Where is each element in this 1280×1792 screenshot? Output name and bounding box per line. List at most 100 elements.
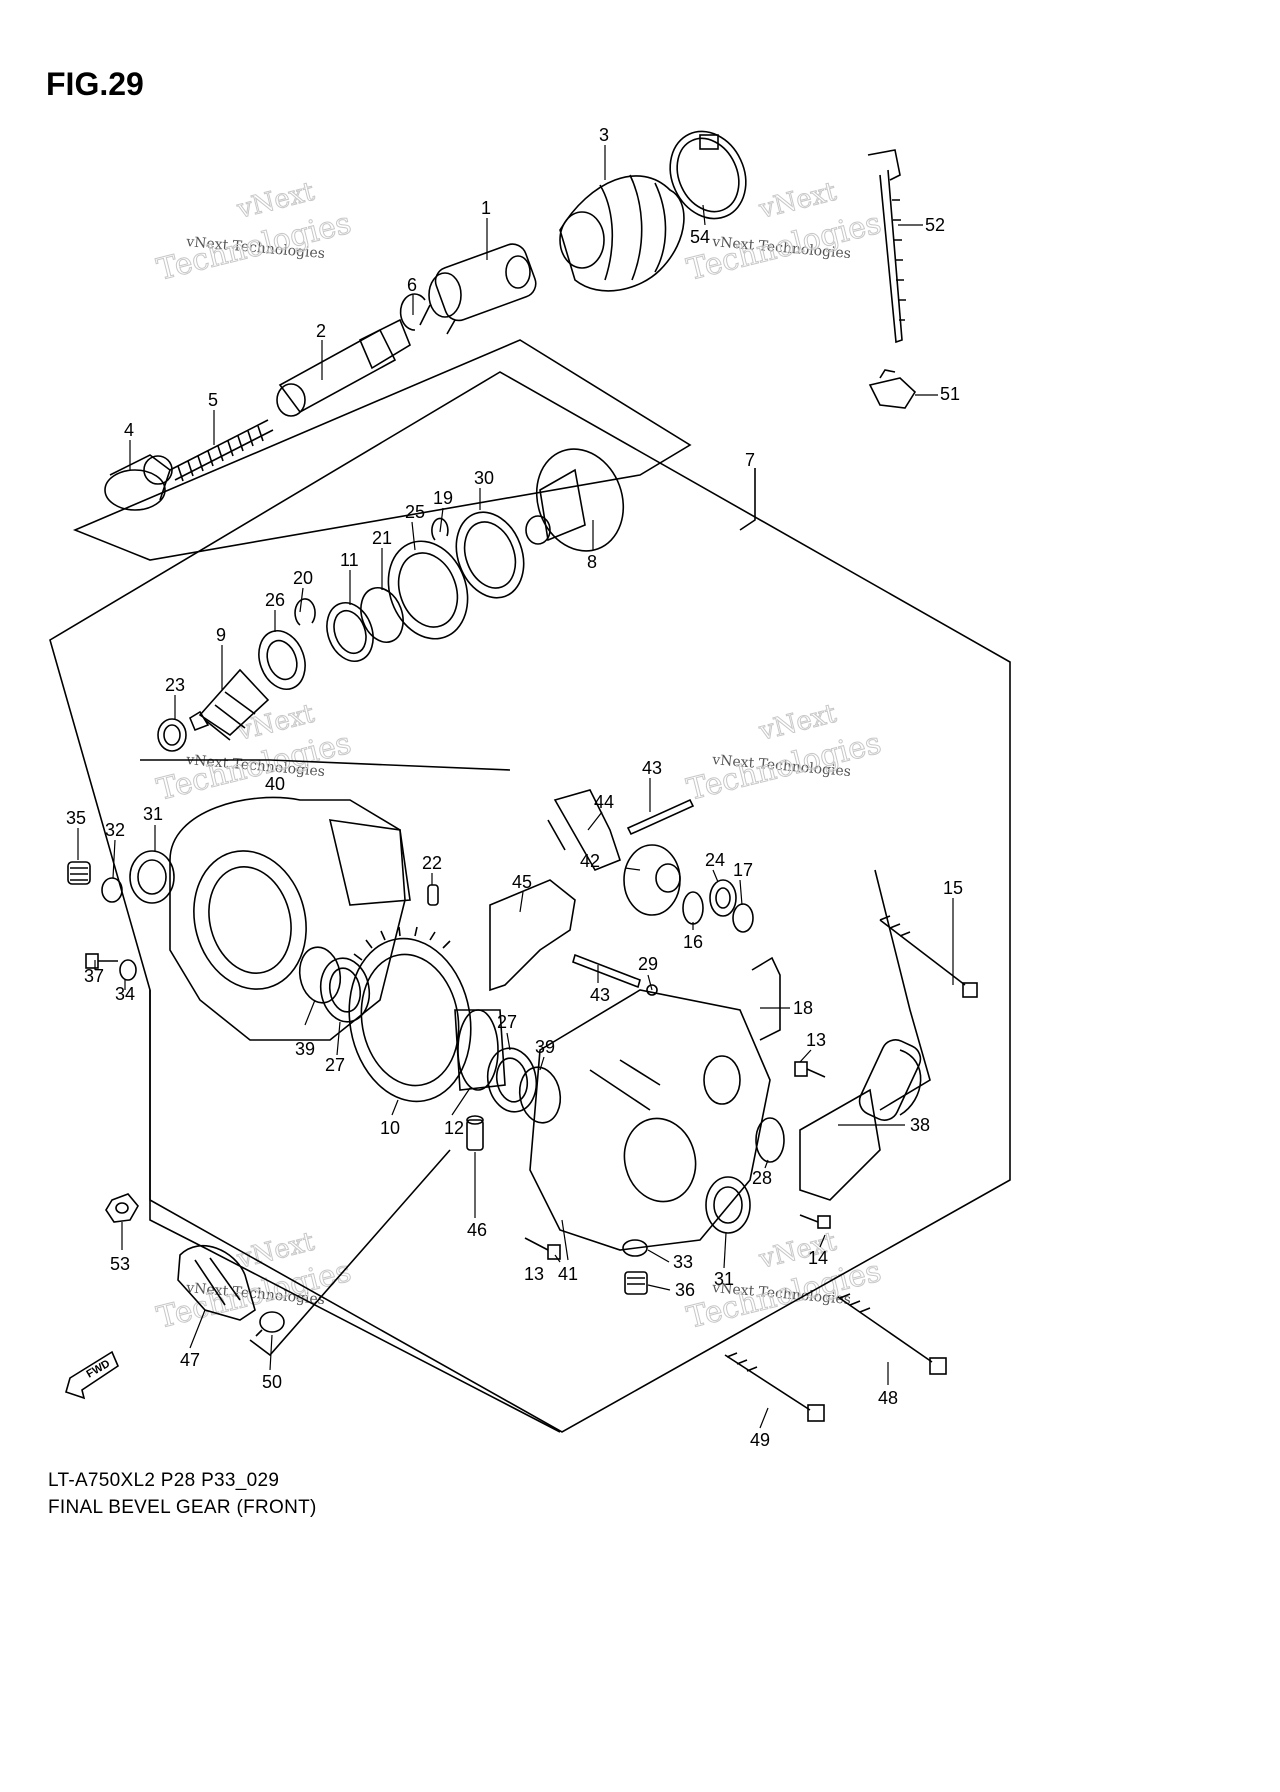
leader-7	[739, 468, 756, 531]
part-39-o-ring-left	[298, 946, 342, 1004]
part-3-rubber-boot	[559, 174, 685, 292]
callout-22: 22	[422, 853, 442, 873]
part-53-nut	[105, 1193, 139, 1223]
callout-20: 20	[293, 568, 313, 588]
callout-23: 23	[165, 675, 185, 695]
part-25-bearing	[387, 540, 469, 640]
callout-18: 18	[793, 998, 813, 1018]
callout-43-upper: 43	[642, 758, 662, 778]
callout-13-upper: 13	[806, 1030, 826, 1050]
part-32-washer	[101, 877, 123, 903]
part-14-bolt	[799, 1214, 831, 1229]
watermark-1: vNext Technologies vNext Technologies	[153, 176, 355, 288]
callout-38: 38	[910, 1115, 930, 1135]
part-27-bearing-left	[319, 957, 371, 1023]
part-35-drain-plug	[67, 861, 91, 885]
assembly-frame-shaft	[72, 339, 692, 561]
figure-title: FIG.29	[46, 66, 144, 102]
callout-50: 50	[262, 1372, 282, 1392]
part-23-needle-bearing	[157, 718, 187, 752]
part-50-hose-clamp	[255, 1311, 285, 1337]
part-17-oil-seal	[732, 903, 754, 933]
part-54-clamp-band	[669, 130, 747, 220]
watermark-4: vNext Technologies vNext Technologies	[683, 698, 885, 808]
leader-15	[874, 869, 931, 1111]
part-51-wire-clip	[868, 369, 917, 409]
callout-4: 4	[124, 420, 134, 440]
callout-10: 10	[380, 1118, 400, 1138]
callout-32: 32	[105, 820, 125, 840]
callout-39-right: 39	[535, 1037, 555, 1057]
callout-1: 1	[481, 198, 491, 218]
callout-39-left: 39	[295, 1039, 315, 1059]
callout-11: 11	[340, 550, 359, 570]
part-49-long-bolt	[724, 1352, 825, 1422]
callout-54: 54	[690, 227, 710, 247]
callout-41: 41	[558, 1264, 578, 1284]
callout-27-left: 27	[325, 1055, 345, 1075]
part-12-differential-case	[454, 1009, 506, 1091]
part-20-circlip	[294, 598, 316, 626]
part-11-spacer	[326, 602, 374, 662]
model-code: LT-A750XL2 P28 P33_029	[48, 1470, 280, 1491]
callout-46: 46	[467, 1220, 487, 1240]
part-6-circlip	[399, 293, 426, 331]
leader-40	[140, 759, 511, 771]
callout-44: 44	[594, 792, 614, 812]
callout-35: 35	[66, 808, 86, 828]
part-4-dust-cup	[104, 454, 173, 511]
assembly-name: FINAL BEVEL GEAR (FRONT)	[48, 1497, 317, 1518]
fwd-label: FWD	[85, 1358, 113, 1381]
leader-lines	[77, 145, 954, 1429]
part-43-fork-shaft-upper	[626, 798, 695, 836]
callout-14: 14	[808, 1248, 828, 1268]
callout-42: 42	[580, 851, 600, 871]
part-27-bearing-right	[486, 1047, 538, 1113]
callout-45: 45	[512, 872, 532, 892]
part-39-o-ring-right	[518, 1066, 562, 1124]
callout-15: 15	[943, 878, 963, 898]
callout-28: 28	[752, 1168, 772, 1188]
part-9-bevel-pinion	[188, 668, 270, 741]
part-26-bearing	[258, 630, 306, 690]
callout-29: 29	[638, 954, 658, 974]
part-31-oil-seal-right	[705, 1176, 751, 1234]
part-19-circlip	[431, 517, 449, 541]
callout-34: 34	[115, 984, 135, 1004]
part-36-plug	[624, 1271, 648, 1295]
callout-9: 9	[216, 625, 226, 645]
callout-12: 12	[444, 1118, 464, 1138]
callout-37: 37	[84, 966, 104, 986]
callout-53: 53	[110, 1254, 130, 1274]
part-5-spring	[169, 419, 274, 482]
callout-43-lower: 43	[590, 985, 610, 1005]
callout-16: 16	[683, 932, 703, 952]
part-10-ring-gear	[348, 926, 472, 1103]
part-33-washer	[622, 1239, 648, 1257]
callout-3: 3	[599, 125, 609, 145]
callout-7: 7	[745, 450, 755, 470]
callout-52: 52	[925, 215, 945, 235]
part-37-bolt	[85, 953, 118, 969]
callout-51: 51	[940, 384, 960, 404]
watermark-5: vNext Technologies vNext Technologies	[153, 1226, 355, 1336]
callout-19: 19	[433, 488, 453, 508]
part-13-bolt-lower	[524, 1237, 561, 1260]
callout-17: 17	[733, 860, 753, 880]
callout-31-left: 31	[143, 804, 163, 824]
callout-2: 2	[316, 321, 326, 341]
part-18-bracket	[751, 956, 781, 1041]
callout-47: 47	[180, 1350, 200, 1370]
part-52-cable-tie	[867, 149, 906, 344]
part-41-gear-case-right	[529, 989, 771, 1251]
watermark-2: vNext Technologies vNext Technologies	[683, 176, 885, 288]
part-15-long-bolt	[879, 915, 978, 998]
callout-40: 40	[265, 774, 285, 794]
callout-49: 49	[750, 1430, 770, 1450]
leader-frame-lower	[149, 990, 561, 1433]
part-42-shift-cam	[623, 844, 681, 916]
callout-6: 6	[407, 275, 417, 295]
callout-36: 36	[675, 1280, 695, 1300]
leader-46-50	[249, 1149, 451, 1357]
